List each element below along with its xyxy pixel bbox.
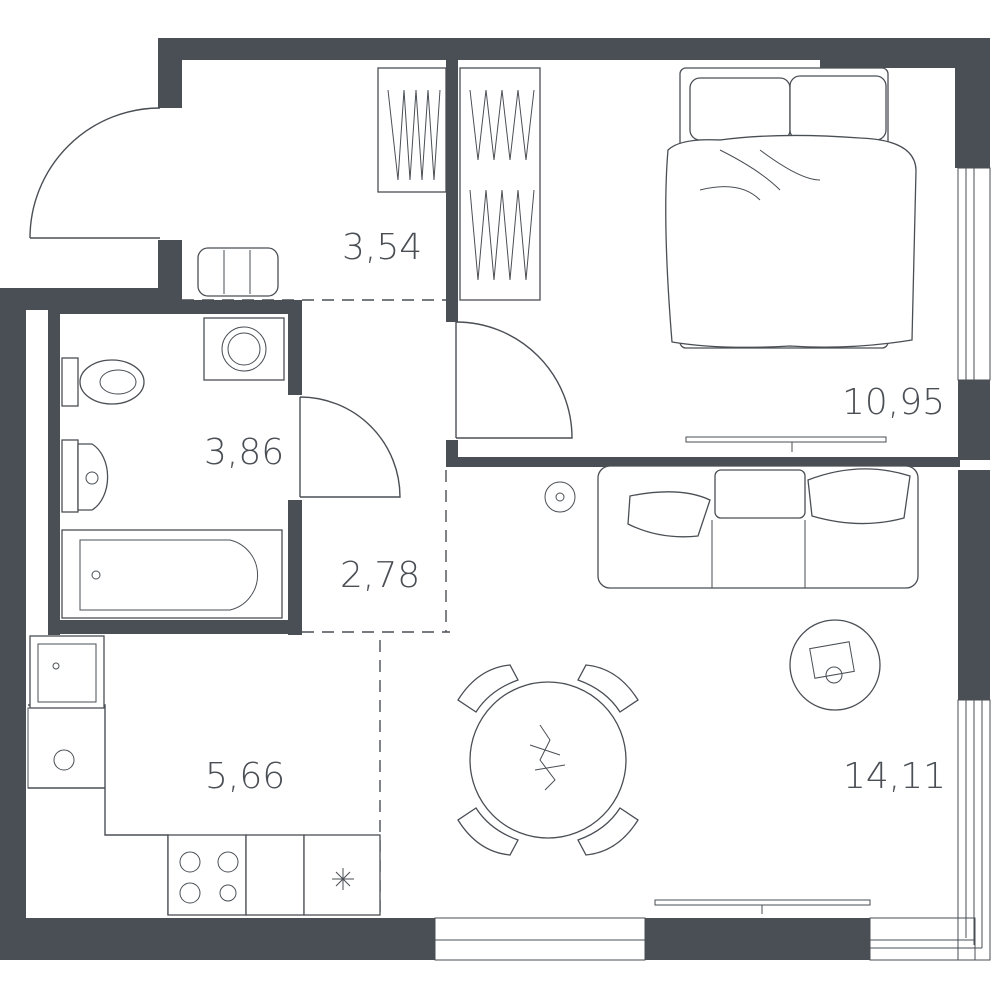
corridor-area: 2,78	[340, 555, 420, 596]
walls	[0, 38, 990, 960]
kitchen-area: 5,66	[205, 756, 285, 797]
bathroom-area: 3,86	[204, 432, 284, 473]
hall-area: 3,54	[342, 227, 422, 268]
living-furniture	[457, 465, 919, 914]
living-area: 14,11	[843, 756, 946, 797]
hall-furniture	[197, 67, 541, 301]
bedroom-area: 10,95	[842, 382, 945, 423]
kitchen-furniture	[27, 635, 381, 916]
area-labels: 3,54 3,86 2,78 5,66 10,95 14,11	[204, 227, 946, 797]
bedroom-furniture	[665, 67, 917, 452]
bathroom-furniture	[61, 317, 285, 619]
windows	[434, 167, 991, 961]
doors	[29, 107, 573, 498]
